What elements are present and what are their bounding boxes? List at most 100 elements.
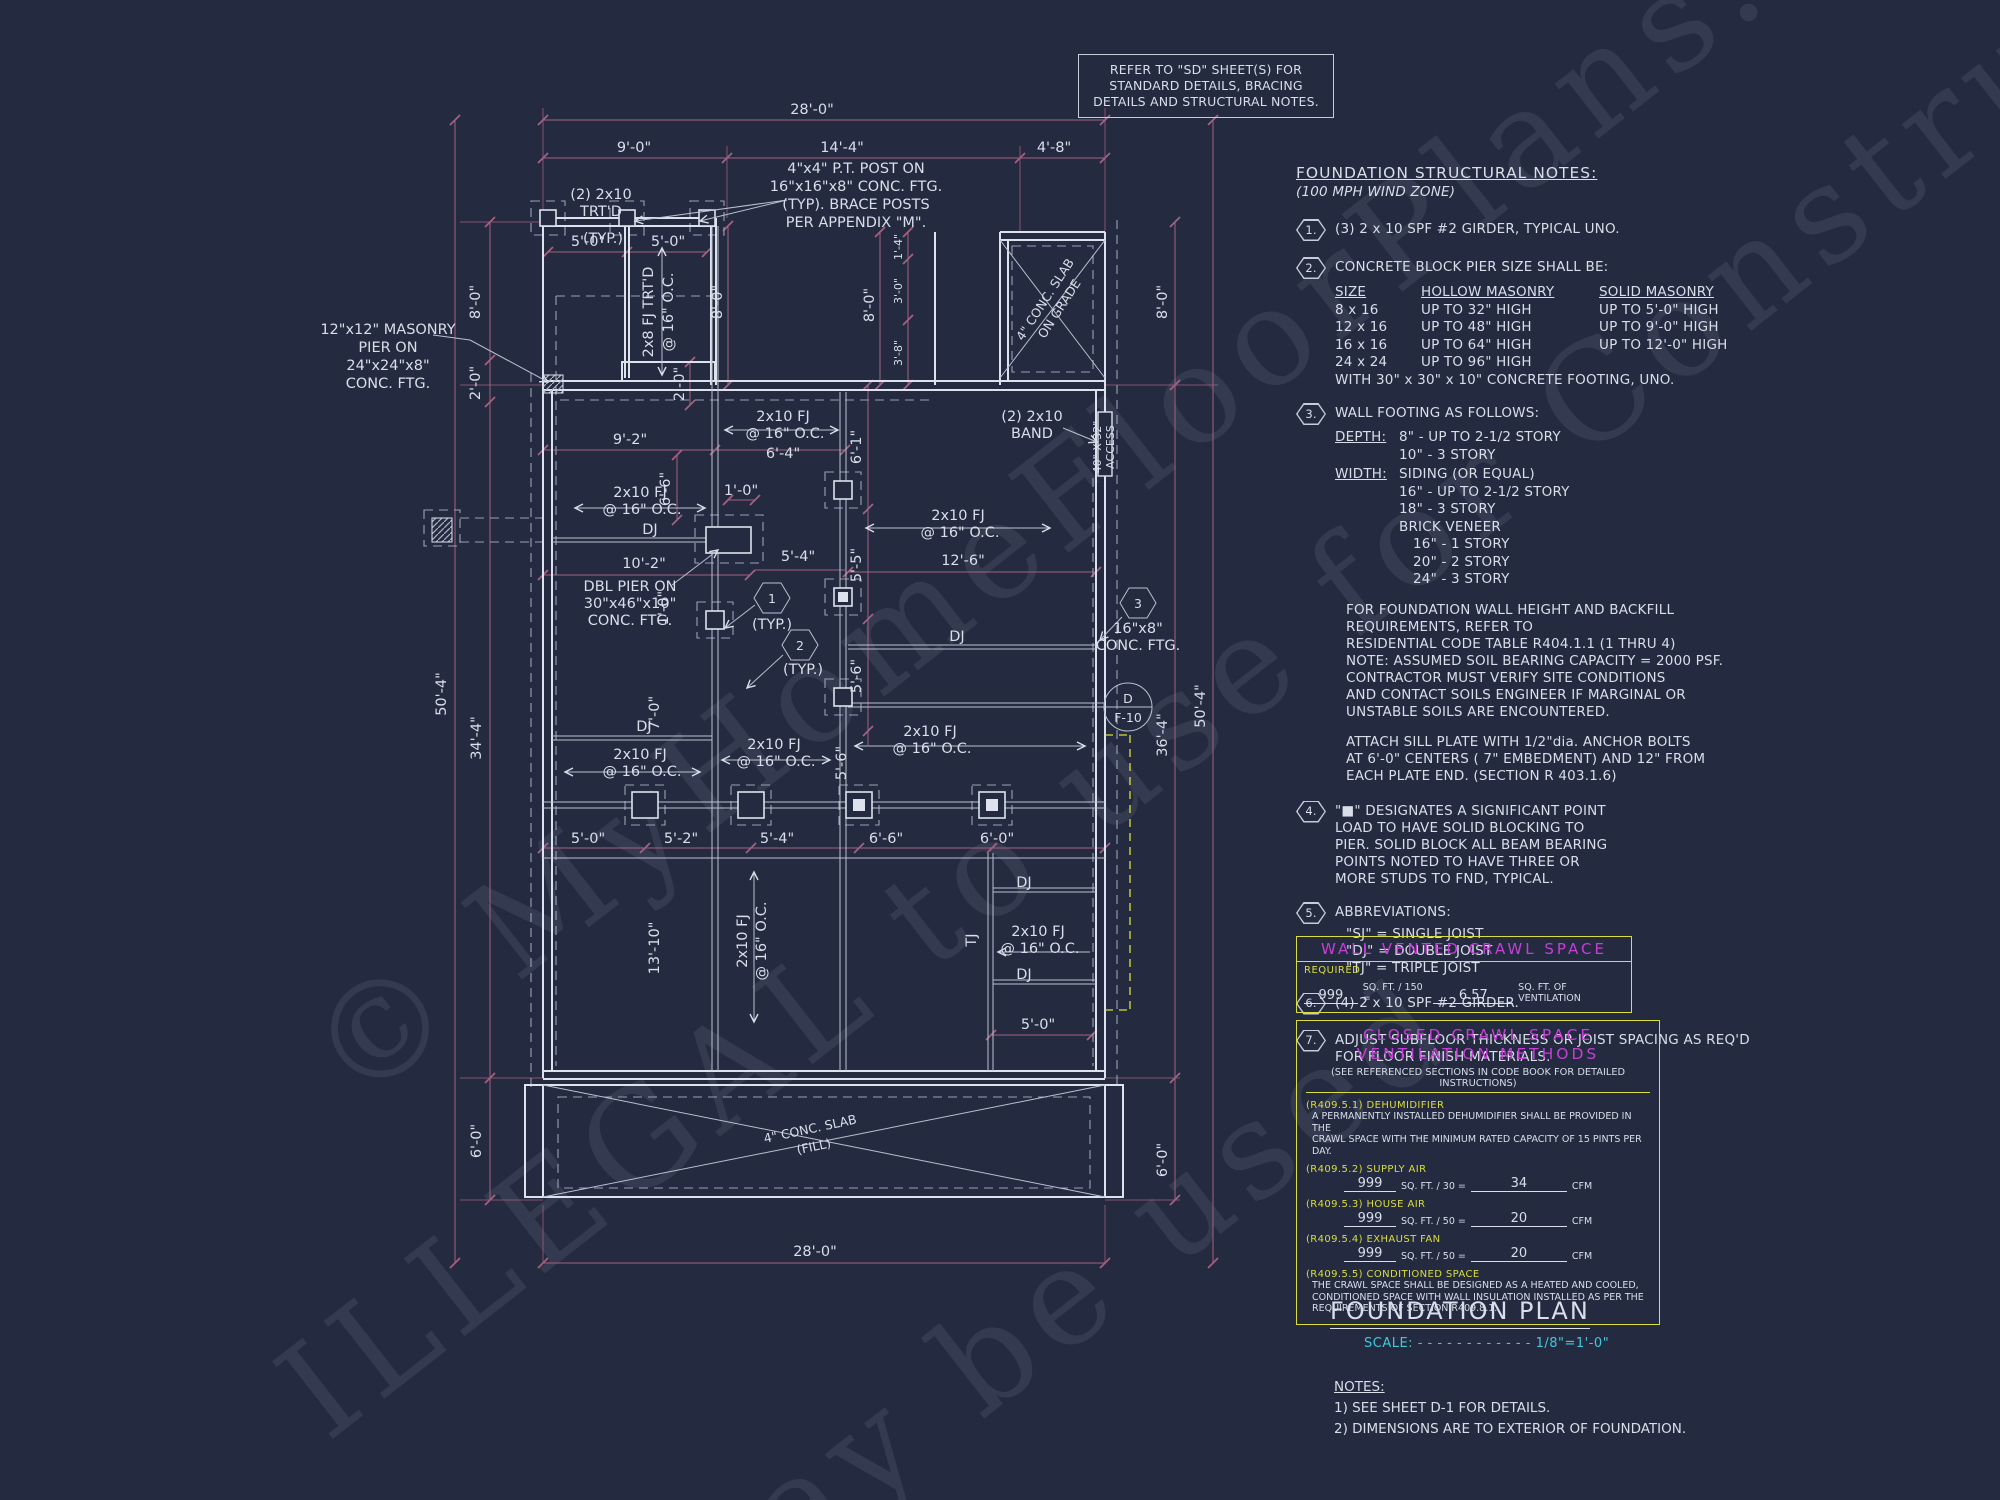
closed-box-subtitle: (SEE REFERENCED SECTIONS IN CODE BOOK FO… [1306, 1067, 1650, 1093]
joist-label: 2x10 FJ [613, 747, 666, 763]
post-note: 16"x16"x8" CONC. FTG. [770, 179, 942, 195]
dim-label: 5'-0" [1021, 1017, 1055, 1033]
dim-label: 5'-0" [651, 234, 685, 250]
note-1: 1. (3) 2 x 10 SPF #2 GIRDER, TYPICAL UNO… [1296, 219, 1776, 241]
dim-label: 9'-2" [613, 432, 647, 448]
formula-label: SQ. FT. / 150 = [1362, 982, 1423, 1004]
joist-tag: DJ [949, 629, 964, 645]
detail-tag-top: D [1123, 691, 1133, 706]
joist-label: @ 16" O.C. [661, 272, 677, 351]
masonry-pier-note: PIER ON [358, 340, 417, 356]
dim-label: 5'-6" [849, 659, 865, 693]
dim-label: 6'-0" [1155, 1143, 1171, 1177]
joist-label: @ 16" O.C. [892, 741, 971, 757]
dim-label: 8'-0" [468, 285, 484, 319]
wall-footing-depth: DEPTH: 8" - UP TO 2-1/2 STORY 10" - 3 ST… [1335, 429, 1561, 463]
notes-title: FOUNDATION STRUCTURAL NOTES: [1296, 164, 1598, 182]
sheet-title: FOUNDATION PLAN [1330, 1297, 1590, 1329]
code-ref-house-air: (R409.5.3) HOUSE AIR [1306, 1199, 1426, 1210]
joist-label: @ 16" O.C. [602, 502, 681, 518]
note-3: 3. WALL FOOTING AS FOLLOWS: [1296, 403, 1776, 425]
band-label: (2) 2x10 [1001, 409, 1062, 425]
dimension-ticks [449, 114, 1219, 1269]
hexagon-tag-2-label: 2 [796, 638, 804, 653]
joist-label: @ 16" O.C. [754, 901, 770, 980]
joist-tag: DJ [636, 719, 651, 735]
sheet-notes-heading: NOTES: [1334, 1379, 1385, 1395]
dim-label: 50'-4" [1193, 684, 1209, 728]
sd-note-line: STANDARD DETAILS, BRACING [1109, 78, 1303, 93]
wall-footing-width: WIDTH: SIDING (OR EQUAL) 16" - UP TO 2-1… [1335, 466, 1570, 587]
hexagon-number-icon: 3. [1296, 403, 1326, 425]
dim-label: 13'-10" [647, 922, 663, 975]
dim-label: 5'-0" [571, 831, 605, 847]
table-cell: UP TO 48" HIGH [1421, 319, 1532, 335]
piers [431, 209, 1006, 819]
table-cell: UP TO 12'-0" HIGH [1599, 336, 1728, 353]
post-note: PER APPENDIX "M". [786, 215, 926, 231]
note-7: 7. ADJUST SUBFLOOR THICKNESS OR JOIST SP… [1296, 1029, 1776, 1065]
table-cell: 12 x 16 [1335, 319, 1388, 335]
unit-label: SQ. FT. OF VENTILATION [1518, 982, 1581, 1004]
joist-label: @ 16" O.C. [745, 426, 824, 442]
dim-label: 5'-4" [760, 831, 794, 847]
table-cell: 16 x 16 [1335, 336, 1388, 353]
sd-note-line: REFER TO "SD" SHEET(S) FOR [1109, 62, 1303, 77]
hexagon-tag-3-label: 3 [1134, 596, 1142, 611]
dim-label: 6'-0" [469, 1124, 485, 1158]
dim-label: 50'-4" [434, 672, 450, 716]
dim-label: 1'-0" [656, 591, 672, 625]
joist-label: 2x10 FJ [756, 409, 809, 425]
dim-label: 9'-0" [617, 140, 651, 156]
joist-label: 2x8 FJ TRT'D [641, 267, 657, 358]
table-cell: UP TO 96" HIGH [1421, 354, 1532, 370]
dbl-pier-note: 30"x46"x10" [584, 596, 677, 612]
sheet-notes: NOTES: 1) SEE SHEET D-1 FOR DETAILS. 2) … [1334, 1377, 1686, 1440]
hexagon-number-icon: 7. [1296, 1029, 1326, 1052]
masonry-pier-note: 24"x24"x8" [346, 358, 429, 374]
hexagon-number-icon: 1. [1296, 219, 1326, 241]
joist-arrows [563, 246, 1090, 1024]
trtd-label: (TYP.) [583, 231, 623, 247]
table-cell: 24 x 24 [1335, 354, 1388, 370]
hexagon-tag-2 [781, 629, 819, 661]
foundation-wall-paragraph: FOR FOUNDATION WALL HEIGHT AND BACKFILL … [1346, 601, 1724, 720]
notes-subtitle: (100 MPH WIND ZONE) [1296, 183, 1456, 200]
dim-label: 6'-4" [766, 446, 800, 462]
dim-label: 6'-1" [849, 430, 865, 464]
access-label: 40" X 32" [1091, 421, 1104, 474]
typ-label: (TYP.) [752, 617, 792, 633]
joist-label: 2x10 FJ [903, 724, 956, 740]
code-ref-supply-air: (R409.5.2) SUPPLY AIR [1306, 1164, 1427, 1175]
code-ref-dehumidifier: (R409.5.1) DEHUMIDIFIER [1306, 1100, 1445, 1111]
dbl-pier-note: DBL PIER ON [584, 579, 677, 595]
dim-label: 8'-0" [1155, 285, 1171, 319]
table-cell: UP TO 64" HIGH [1421, 336, 1532, 353]
sd-note-line: DETAILS AND STRUCTURAL NOTES. [1093, 94, 1319, 109]
detail-tag-bottom: F-10 [1114, 710, 1142, 725]
dim-label: 4'-8" [1037, 140, 1071, 156]
dim-label: 6'-6" [658, 472, 674, 506]
dim-label: 1'-4" [892, 234, 905, 260]
dim-label: 2'-0" [672, 367, 688, 401]
dim-label: 7'-0" [647, 696, 663, 730]
pier-size-table: SIZE HOLLOW MASONRY SOLID MASONRY 8 x 16… [1335, 285, 1776, 370]
wall-vented-crawl-space-box: WALL VENTED CRAWL SPACE REQUIRED 999 SQ.… [1296, 936, 1632, 1013]
dim-label: 5'-5" [849, 548, 865, 582]
masonry-pier-note: CONC. FTG. [346, 376, 431, 392]
joist-label: @ 16" O.C. [1000, 941, 1079, 957]
table-cell: UP TO 5'-0" HIGH [1599, 301, 1719, 318]
band-label: BAND [1011, 426, 1053, 442]
hexagon-number-icon: 5. [1296, 902, 1326, 924]
note-5: 5. ABBREVIATIONS: [1296, 902, 1776, 924]
masonry-pier-note: 12"x12" MASONRY [320, 322, 455, 338]
girders-and-beams [543, 226, 1105, 1071]
footing-dashed-lines [423, 200, 1118, 1189]
yellow-dashed-marker [1105, 734, 1131, 1011]
table-cell [1599, 355, 1777, 370]
structural-notes-panel: FOUNDATION STRUCTURAL NOTES: (100 MPH WI… [1296, 166, 1776, 1064]
pier-table-footer: WITH 30" x 30" x 10" CONCRETE FOOTING, U… [1335, 371, 1675, 388]
required-label: REQUIRED [1304, 965, 1361, 976]
leader-lines [432, 199, 1123, 690]
